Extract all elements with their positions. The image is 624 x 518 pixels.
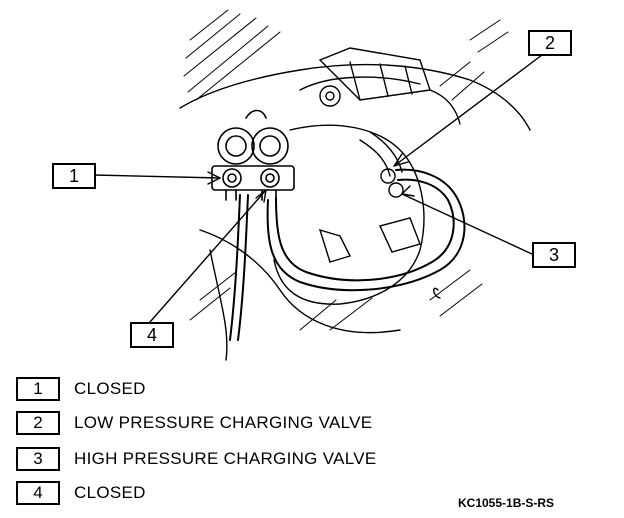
- charging-hose: [266, 168, 466, 292]
- engine-illustration: [93, 9, 547, 361]
- legend-item-1: 1 CLOSED: [16, 376, 146, 402]
- figure-code: KC1055-1B-S-RS: [458, 496, 555, 510]
- legend-text: CLOSED: [74, 379, 146, 398]
- legend-text: CLOSED: [74, 483, 146, 502]
- callout-4: 4: [130, 322, 174, 348]
- legend-number: 1: [16, 377, 60, 401]
- legend-text: HIGH PRESSURE CHARGING VALVE: [74, 449, 377, 468]
- legend-number: 4: [16, 481, 60, 505]
- high-side-hand-valve: [260, 168, 280, 188]
- callout-leaders: [93, 51, 547, 323]
- callout-1: 1: [52, 163, 96, 189]
- legend-item-4: 4 CLOSED: [16, 480, 146, 506]
- high-pressure-charging-valve-fitting: [388, 182, 404, 198]
- engine-block: [273, 124, 425, 305]
- legend-number: 2: [16, 411, 60, 435]
- legend-number: 3: [16, 447, 60, 471]
- high-pressure-gauge: [251, 127, 289, 165]
- low-pressure-gauge: [217, 127, 255, 165]
- engine-bay-hatching: [183, 9, 509, 331]
- legend-item-2: 2 LOW PRESSURE CHARGING VALVE: [16, 410, 372, 436]
- legend-item-3: 3 HIGH PRESSURE CHARGING VALVE: [16, 446, 377, 472]
- legend-text: LOW PRESSURE CHARGING VALVE: [74, 413, 373, 432]
- callout-3: 3: [532, 242, 576, 268]
- low-side-hand-valve: [222, 168, 242, 188]
- engine-outline: [179, 63, 531, 131]
- manifold-gauge-set: [211, 109, 295, 201]
- callout-2: 2: [528, 30, 572, 56]
